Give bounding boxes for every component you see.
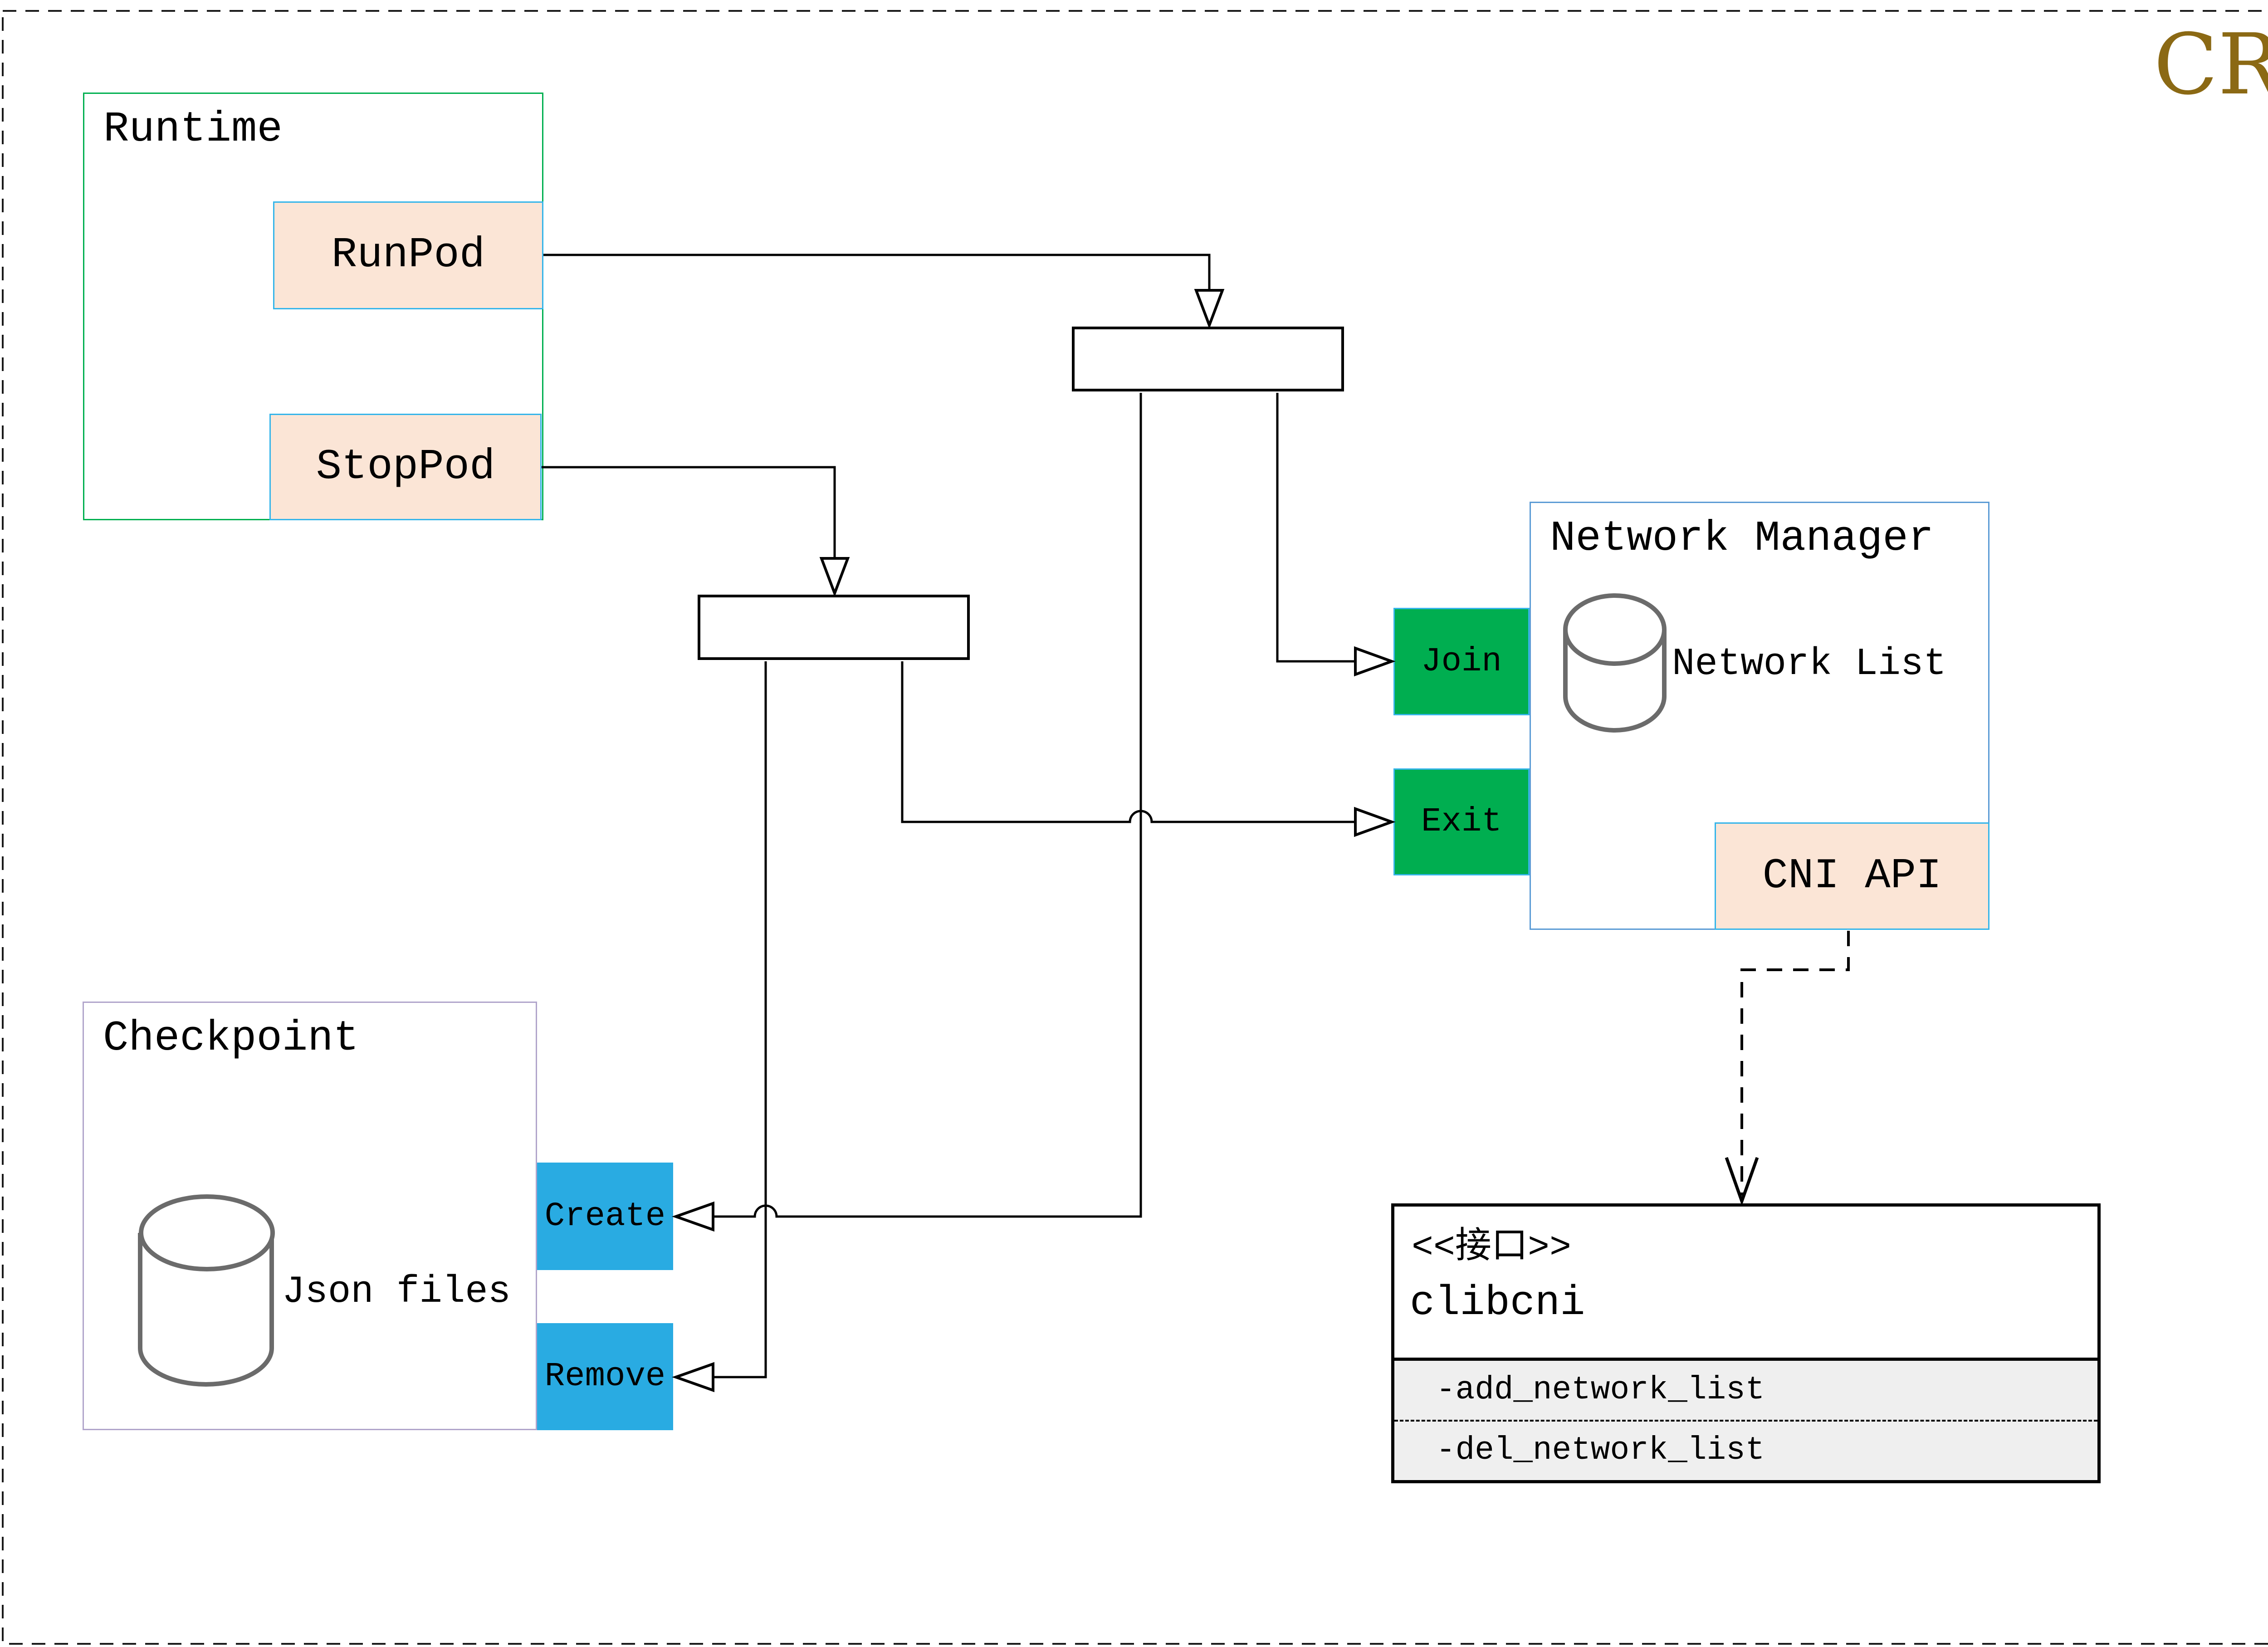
cri-title: CRI bbox=[2154, 15, 2268, 113]
clibcni-method-add-label: -add_network_list bbox=[1436, 1372, 1765, 1408]
arrowhead-step2 bbox=[819, 557, 850, 597]
create-box[interactable]: Create bbox=[537, 1163, 673, 1270]
create-label: Create bbox=[544, 1197, 666, 1236]
arrow-runpod-to-step1 bbox=[543, 254, 1211, 290]
arrow-step2-to-exit bbox=[901, 661, 1356, 823]
network-list-label: Network List bbox=[1672, 642, 1946, 686]
runpod-label: RunPod bbox=[331, 231, 485, 279]
cni-api-box[interactable]: CNI API bbox=[1715, 822, 1989, 930]
clibcni-class-box: <<接口>> clibcni -add_network_list -del_ne… bbox=[1391, 1203, 2101, 1483]
runpod-box[interactable]: RunPod bbox=[273, 201, 543, 309]
arrow-step1-to-create bbox=[714, 393, 1142, 1218]
join-box[interactable]: Join bbox=[1393, 608, 1530, 715]
clibcni-header: <<接口>> clibcni bbox=[1394, 1207, 2097, 1358]
arrow-stoppod-to-step2 bbox=[542, 466, 836, 558]
step-box-runpod bbox=[1072, 327, 1344, 391]
arrow-step2-to-remove bbox=[714, 661, 767, 1378]
arrowhead-clibcni bbox=[1725, 1157, 1759, 1206]
dashed-arrow-cniapi-to-clibcni bbox=[1740, 931, 1850, 1196]
remove-box[interactable]: Remove bbox=[537, 1323, 673, 1430]
network-manager-title: Network Manager bbox=[1550, 515, 1934, 563]
runtime-group-title: Runtime bbox=[103, 106, 283, 154]
arrowhead-create bbox=[672, 1201, 714, 1232]
step-box-stoppod bbox=[698, 595, 970, 660]
stoppod-label: StopPod bbox=[316, 443, 495, 491]
clibcni-method-del-label: -del_network_list bbox=[1436, 1432, 1765, 1469]
json-files-label: Json files bbox=[282, 1270, 511, 1314]
network-list-database-icon bbox=[1563, 593, 1667, 735]
clibcni-name: clibcni bbox=[1410, 1279, 1585, 1327]
arrowhead-exit bbox=[1354, 806, 1396, 837]
clibcni-method-del: -del_network_list bbox=[1394, 1419, 2097, 1480]
exit-label: Exit bbox=[1421, 803, 1502, 841]
join-label: Join bbox=[1421, 642, 1502, 681]
clibcni-method-add: -add_network_list bbox=[1394, 1358, 2097, 1420]
arrow-step1-to-join bbox=[1276, 393, 1356, 663]
arrowhead-step1 bbox=[1194, 289, 1225, 329]
json-files-database-icon bbox=[138, 1194, 276, 1389]
remove-label: Remove bbox=[544, 1358, 666, 1396]
checkpoint-group-title: Checkpoint bbox=[103, 1015, 359, 1063]
arrowhead-join bbox=[1354, 646, 1396, 677]
stoppod-box[interactable]: StopPod bbox=[269, 414, 542, 520]
cni-api-label: CNI API bbox=[1762, 852, 1942, 900]
clibcni-stereotype: <<接口>> bbox=[1412, 1227, 1572, 1269]
exit-box[interactable]: Exit bbox=[1393, 768, 1530, 875]
arrowhead-remove bbox=[672, 1362, 714, 1393]
